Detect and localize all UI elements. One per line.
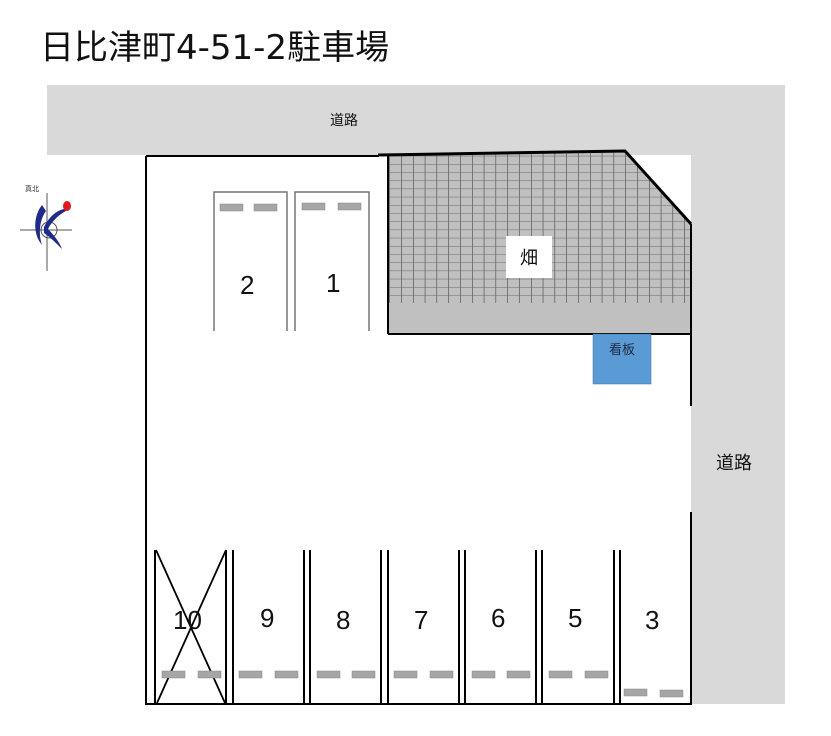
road-right — [691, 85, 785, 704]
parking-space-8[interactable]: 8 — [336, 605, 351, 635]
bottom-row-dividers — [154, 550, 621, 704]
parking-space-5[interactable]: 5 — [568, 603, 583, 633]
top-row-spaces — [213, 191, 370, 331]
sign-board — [592, 333, 652, 385]
north-compass-icon — [20, 193, 72, 271]
road-top-label: 道路 — [330, 113, 358, 129]
road-right-label: 道路 — [716, 453, 752, 474]
wheel-stops — [161, 670, 684, 698]
parking-space-10[interactable]: 10 — [173, 605, 202, 635]
parking-space-6[interactable]: 6 — [491, 603, 506, 633]
parking-space-2[interactable]: 2 — [240, 270, 255, 300]
road-top — [47, 85, 785, 155]
parking-space-1[interactable]: 1 — [326, 268, 341, 298]
parking-space-3[interactable]: 3 — [645, 605, 660, 635]
parking-space-9[interactable]: 9 — [260, 603, 275, 633]
field-label: 畑 — [506, 236, 552, 278]
page-title: 日比津町4-51-2駐車場 — [40, 28, 390, 68]
sign-label: 看板 — [608, 343, 635, 358]
parking-space-7[interactable]: 7 — [414, 605, 429, 635]
compass-label: 真北 — [25, 185, 39, 193]
